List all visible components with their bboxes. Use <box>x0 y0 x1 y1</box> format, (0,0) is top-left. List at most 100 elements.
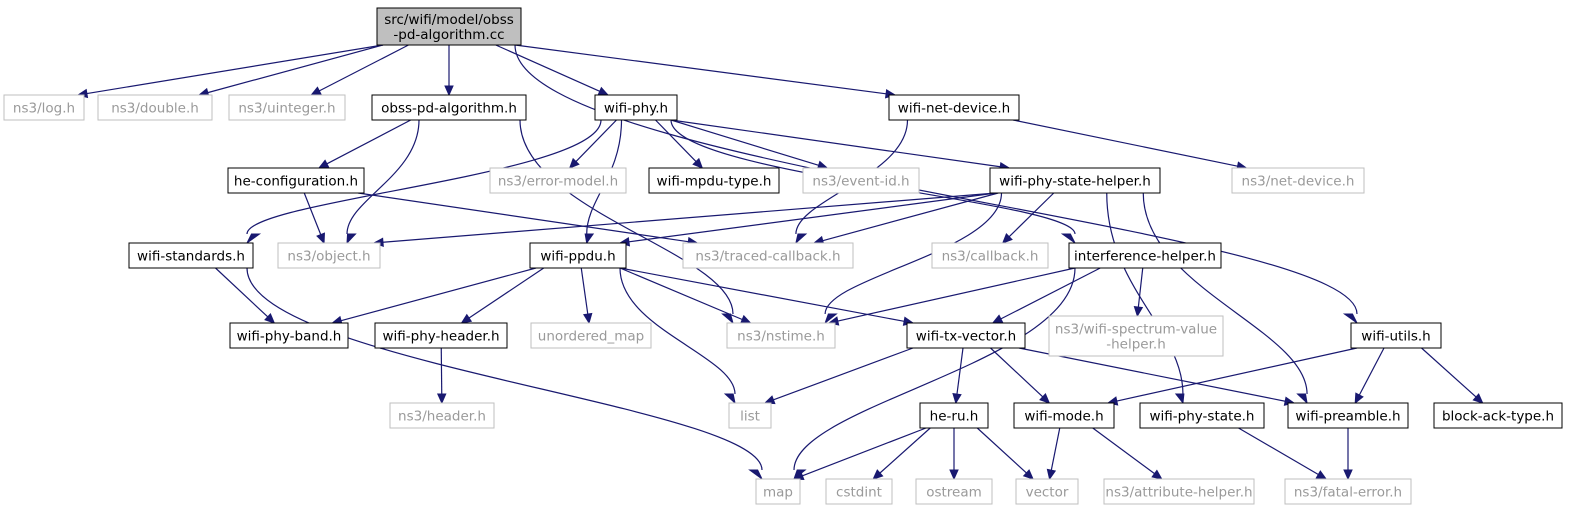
edge-statehelper-to-phystate <box>1106 192 1185 405</box>
edge-line <box>514 44 1358 315</box>
edge-line <box>879 427 931 474</box>
node-obsspd[interactable]: obss-pd-algorithm.h <box>371 94 527 121</box>
edge-line <box>976 427 1027 474</box>
node-eventid[interactable]: ns3/event-id.h <box>802 167 920 194</box>
node-hecfg[interactable]: he-configuration.h <box>227 167 365 194</box>
node-statehelper[interactable]: wifi-phy-state-helper.h <box>989 167 1161 194</box>
node-box <box>1284 478 1412 505</box>
node-phyhdr[interactable]: wifi-phy-header.h <box>374 322 508 349</box>
node-label: wifi-tx-vector.h <box>916 329 1016 345</box>
node-spectrum[interactable]: ns3/wifi-spectrum-value-helper.h <box>1048 315 1224 357</box>
node-uinteger[interactable]: ns3/uinteger.h <box>228 94 346 121</box>
node-box <box>1068 242 1222 269</box>
edge-arrowhead <box>949 469 959 481</box>
edge-arrowhead <box>317 159 330 169</box>
node-traced[interactable]: ns3/traced-callback.h <box>682 242 854 269</box>
node-nstime[interactable]: ns3/nstime.h <box>726 322 836 349</box>
edge-arrowhead <box>1001 232 1013 244</box>
edge-line <box>1050 427 1061 471</box>
node-attrhelper[interactable]: ns3/attribute-helper.h <box>1103 478 1255 505</box>
node-object[interactable]: ns3/object.h <box>277 242 381 269</box>
edge-line <box>619 267 736 395</box>
edge-ppdu-to-nstime <box>619 267 752 324</box>
node-heru[interactable]: he-ru.h <box>919 402 989 429</box>
node-vector[interactable]: vector <box>1015 478 1079 505</box>
node-box <box>594 94 678 121</box>
edge-line <box>824 192 1003 315</box>
node-map[interactable]: map <box>755 478 801 505</box>
node-phystate[interactable]: wifi-phy-state.h <box>1139 402 1265 429</box>
edge-hecfg-to-traced <box>357 192 699 247</box>
node-standards[interactable]: wifi-standards.h <box>128 242 254 269</box>
edge-ppdu-to-band <box>331 267 537 326</box>
node-list[interactable]: list <box>728 402 772 429</box>
node-interf[interactable]: interference-helper.h <box>1068 242 1222 269</box>
edge-arrowhead <box>1060 233 1076 244</box>
edge-line <box>802 427 927 477</box>
edge-line <box>793 267 1076 471</box>
node-mpdutype[interactable]: wifi-mpdu-type.h <box>648 167 780 194</box>
node-label: wifi-phy-state-helper.h <box>999 174 1151 190</box>
edge-line <box>1106 192 1184 395</box>
node-txvec[interactable]: wifi-tx-vector.h <box>906 322 1026 349</box>
node-mode[interactable]: wifi-mode.h <box>1013 402 1115 429</box>
edge-line <box>655 119 697 162</box>
edge-arrowhead <box>444 85 454 97</box>
node-errmodel[interactable]: ns3/error-model.h <box>489 167 627 194</box>
edge-ppdu-to-txvec <box>619 267 915 326</box>
edge-line <box>514 44 887 95</box>
edge-line <box>1092 427 1155 475</box>
edge-ppdu-to-list <box>619 267 736 405</box>
node-band[interactable]: wifi-phy-band.h <box>229 322 349 349</box>
edge-arrowhead <box>310 86 322 96</box>
node-box <box>371 94 527 121</box>
node-double[interactable]: ns3/double.h <box>97 94 213 121</box>
edge-utils-to-preamble <box>1354 347 1385 405</box>
edge-line <box>628 192 997 243</box>
edge-arrowhead <box>246 233 262 244</box>
node-label: wifi-net-device.h <box>898 101 1010 117</box>
edge-txvec-to-mode <box>990 347 1051 404</box>
node-box <box>919 402 989 429</box>
edge-heru-to-ostream <box>949 428 959 481</box>
edge-line <box>215 267 269 318</box>
node-root[interactable]: src/wifi/model/obss-pd-algorithm.cc <box>376 7 522 46</box>
node-utils[interactable]: wifi-utils.h <box>1350 322 1442 349</box>
node-wifiphy[interactable]: wifi-phy.h <box>594 94 678 121</box>
node-label: ns3/attribute-helper.h <box>1105 485 1252 501</box>
node-fatal[interactable]: ns3/fatal-error.h <box>1284 478 1412 505</box>
node-box <box>97 94 213 121</box>
edge-obsspd-to-object <box>346 119 420 245</box>
node-header[interactable]: ns3/header.h <box>389 402 495 429</box>
node-label: wifi-utils.h <box>1361 329 1430 345</box>
edge-line <box>519 119 734 315</box>
node-label: he-ru.h <box>930 409 979 425</box>
node-box <box>1139 402 1265 429</box>
edge-phystate-to-fatal <box>1238 427 1328 480</box>
node-ostream[interactable]: ostream <box>915 478 993 505</box>
edge-line <box>346 119 420 235</box>
node-netdev[interactable]: wifi-net-device.h <box>888 94 1020 121</box>
node-label: wifi-mpdu-type.h <box>657 174 772 190</box>
edge-arrowhead <box>582 312 593 325</box>
node-umap[interactable]: unordered_map <box>530 322 652 349</box>
edge-statehelper-to-nstime <box>824 192 1003 325</box>
node-ns3netdev[interactable]: ns3/net-device.h <box>1231 167 1365 194</box>
node-blockack[interactable]: block-ack-type.h <box>1433 402 1563 429</box>
node-cstdint[interactable]: cstdint <box>825 478 893 505</box>
node-ppdu[interactable]: wifi-ppdu.h <box>529 242 627 269</box>
edge-line <box>1018 347 1286 402</box>
node-callback[interactable]: ns3/callback.h <box>931 242 1049 269</box>
node-label: cstdint <box>836 485 882 501</box>
edge-wifiphy-to-statehelper <box>670 119 1011 172</box>
edge-interf-to-spectrum <box>1133 267 1144 318</box>
node-label: ns3/double.h <box>111 101 199 117</box>
node-box <box>1287 402 1409 429</box>
nodes-layer: src/wifi/model/obss-pd-algorithm.cc ns3/l… <box>3 7 1563 505</box>
node-preamble[interactable]: wifi-preamble.h <box>1287 402 1409 429</box>
edge-line <box>382 192 997 243</box>
node-log[interactable]: ns3/log.h <box>3 94 85 121</box>
edge-ppdu-to-umap <box>580 267 593 325</box>
node-label: ns3/error-model.h <box>498 174 618 190</box>
edge-root-to-wifiphy <box>495 44 610 96</box>
